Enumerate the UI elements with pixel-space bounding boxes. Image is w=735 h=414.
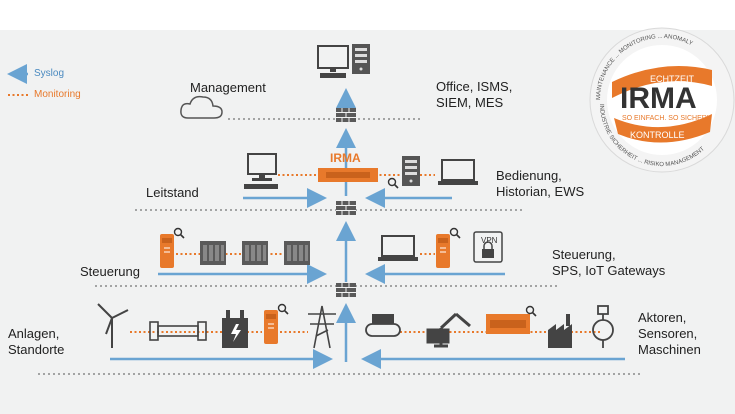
conveyor-icon [365,314,401,337]
magnifier-icon [277,303,289,315]
transformer-icon [222,310,248,348]
container-icon [486,314,530,334]
vpn-gateway-icon: VPN [473,231,503,263]
irma-box-icon [159,233,175,269]
seal-brand: IRMA [620,82,697,115]
plc-icon [284,241,310,265]
power-pylon-icon [308,305,336,349]
keyboard-icon [244,184,278,189]
firewall-icon [335,107,357,123]
label-steuerung: Steuerung [80,264,140,279]
bedienung-laptop-icon [437,159,479,186]
label-management: Management [190,80,266,95]
wind-turbine-icon [97,303,129,348]
irma-box-icon [263,309,279,345]
irma-bar-label: IRMA [330,151,361,165]
management-server-icon [352,44,370,74]
factory-icon [548,314,572,348]
firewall-icon [335,200,357,216]
irma-appliance-bar: IRMA [318,151,378,182]
seal-top-text: ECHTZEIT [650,74,695,84]
magnifier-icon [449,227,461,239]
irma-box-icon [435,233,451,269]
seal-tagline: SO EINFACH. SO SICHER! [622,115,709,122]
plc-icon [242,241,268,265]
bedienung-server-icon [402,156,420,186]
pipeline-icon [149,321,207,341]
legend-monitoring-label: Monitoring [34,89,81,100]
vpn-label: VPN [481,236,498,245]
label-anlagen: Anlagen,Standorte [8,326,65,357]
management-workstation-icon [317,45,349,78]
leitstand-monitor-icon [247,153,277,182]
legend-syslog-label: Syslog [34,68,65,79]
syslog-arrows [110,188,625,369]
irma-seal: ECHTZEIT IRMA SO EINFACH. SO SICHER! KON… [589,27,735,173]
robot-arm-icon [426,312,471,348]
plc-icon [200,241,226,265]
magnifier-icon [173,227,185,239]
sensor-icon [592,305,614,348]
label-leitstand: Leitstand [146,185,199,200]
label-office: Office, ISMS,SIEM, MES [436,79,513,110]
steuerung-laptop-icon [377,235,419,262]
label-aktoren: Aktoren,Sensoren,Maschinen [638,310,701,357]
cloud-icon [180,95,223,119]
label-steuerung-sps: Steuerung,SPS, IoT Gateways [552,247,666,278]
seal-bottom-text: KONTROLLE [630,130,685,140]
magnifier-icon [387,177,399,189]
firewall-icon [335,282,357,298]
label-bedienung: Bedienung,Historian, EWS [496,168,585,199]
